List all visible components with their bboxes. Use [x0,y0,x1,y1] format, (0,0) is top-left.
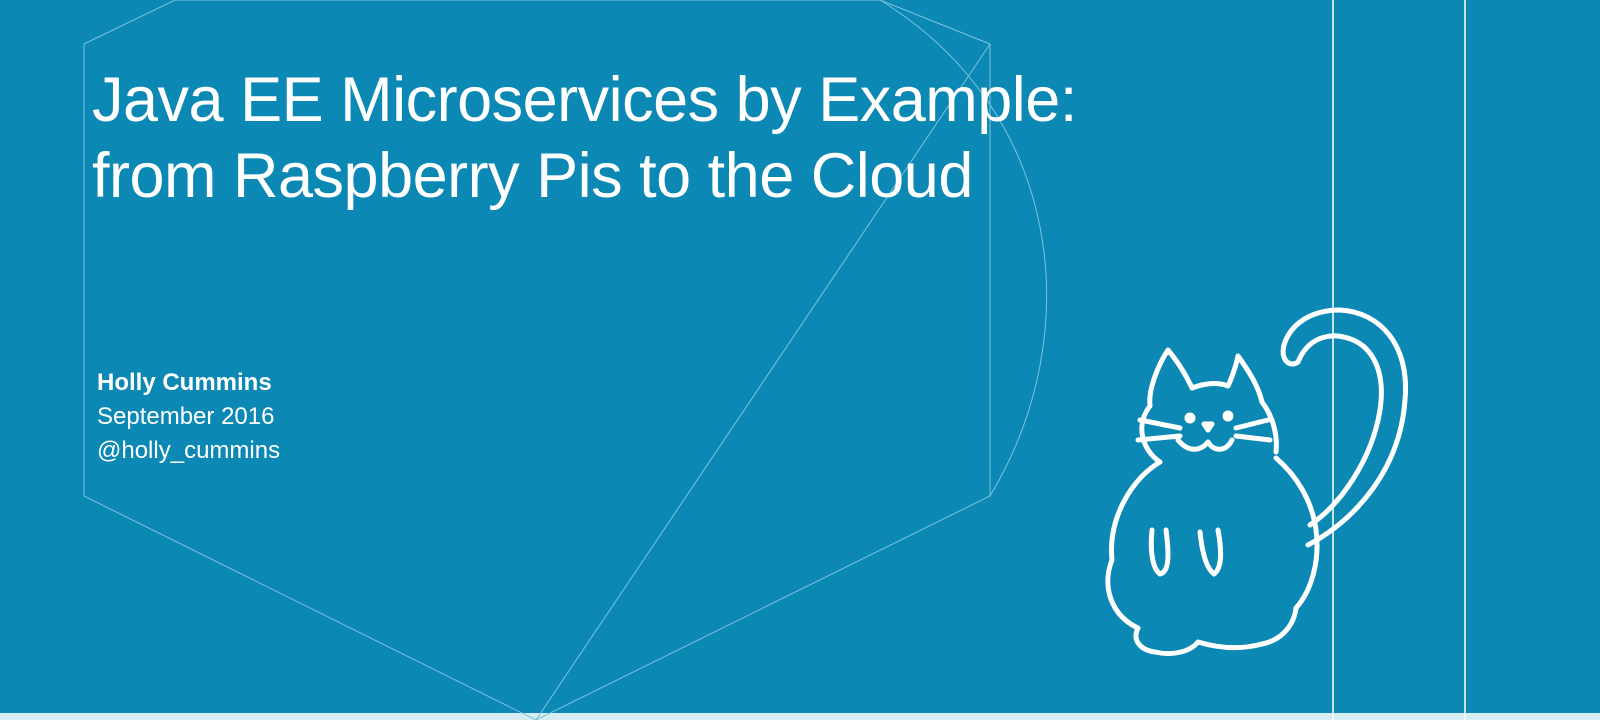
bottom-strip [0,713,1600,720]
author-block: Holly Cummins September 2016 @holly_cumm… [97,366,280,468]
slide-title-line-1: Java EE Microservices by Example: [92,65,1077,135]
author-handle: @holly_cummins [97,437,281,464]
hexagon-outline [83,0,991,720]
slide-title-line-2: from Raspberry Pis to the Cloud [92,141,973,211]
diagonal-line [535,43,991,720]
author-name: Holly Cummins [97,369,272,396]
presentation-date: September 2016 [97,403,275,430]
cat-drawing-icon [1105,307,1409,657]
curved-arc [879,0,1048,497]
slide-title: Java EE Microservices by Example: from R… [92,62,1077,214]
